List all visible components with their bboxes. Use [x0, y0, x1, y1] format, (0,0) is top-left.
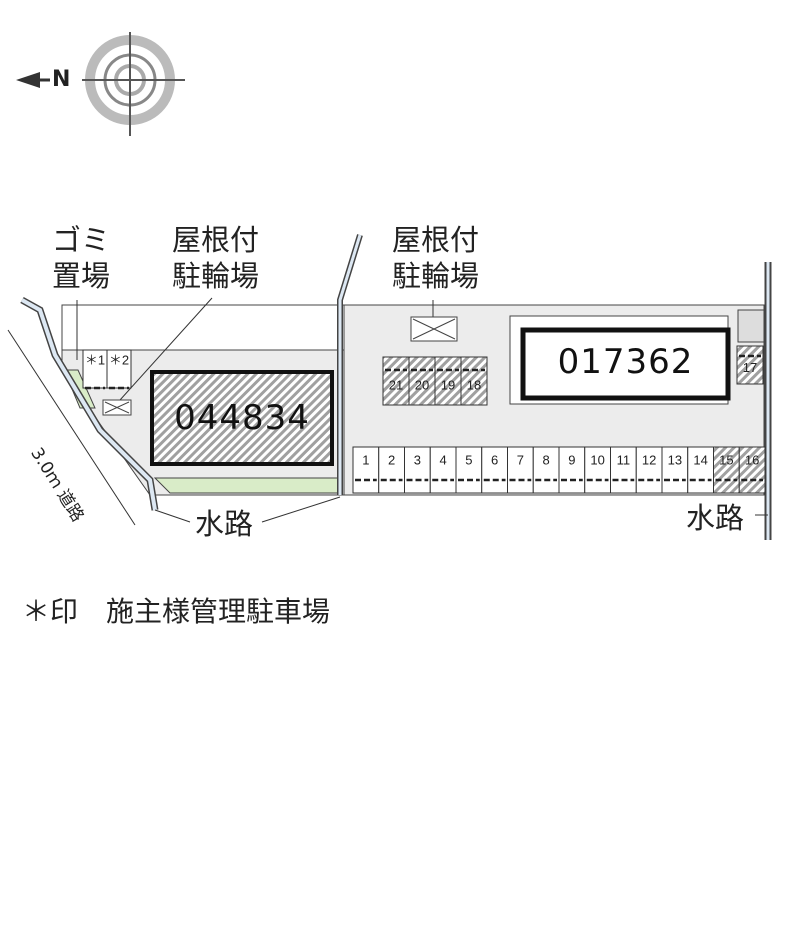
parking-space-number: ＊1 — [85, 352, 105, 367]
legend-note: ＊印 施主様管理駐車場 — [22, 595, 331, 628]
parking-space-20: 20 — [408, 356, 436, 406]
garbage-label: ゴミ置場 — [52, 223, 111, 293]
parking-space-6: 6 — [481, 446, 508, 494]
parking-space-number: 4 — [440, 452, 447, 467]
parking-space-number: 8 — [543, 452, 550, 467]
parking-space-14: 14 — [687, 446, 714, 494]
owner-parking-space-2: ＊2 — [106, 349, 132, 390]
parking-space-13: 13 — [661, 446, 689, 494]
bike-shed-right-label: 屋根付駐輪場 — [392, 223, 480, 293]
parking-space-number: 12 — [642, 452, 656, 467]
parking-space-number: 21 — [389, 378, 403, 393]
green-strip — [153, 477, 339, 494]
bike-shed-left-label: 屋根付駐輪場 — [172, 223, 260, 293]
parking-space-number: 20 — [415, 378, 429, 393]
parking-space-2: 2 — [378, 446, 405, 494]
building-017362 — [520, 327, 731, 401]
parking-space-number: 15 — [719, 452, 733, 467]
parking-space-number: 7 — [517, 452, 524, 467]
parking-space-number: 6 — [491, 452, 498, 467]
parking-space-number: 14 — [693, 452, 707, 467]
parking-space-number: ＊2 — [109, 352, 129, 367]
parking-space-16: 16 — [738, 446, 766, 494]
parking-space-number: 11 — [617, 452, 631, 467]
parking-space-19: 19 — [434, 356, 462, 406]
parking-space-number: 1 — [362, 452, 369, 467]
building-017362-id: 017362 — [557, 342, 694, 382]
parking-space-number: 2 — [388, 452, 395, 467]
parking-space-number: 9 — [568, 452, 575, 467]
parking-space-21: 21 — [382, 356, 410, 406]
parking-space-number: 17 — [743, 360, 757, 375]
road-edge — [7, 329, 136, 526]
waterway-left — [21, 298, 157, 511]
parking-space-7: 7 — [507, 446, 534, 494]
parking-space-8: 8 — [532, 446, 560, 494]
parking-space-5: 5 — [455, 446, 483, 494]
parking-space-1: 1 — [352, 446, 380, 494]
waterway-left-label: 水路 — [195, 507, 254, 541]
upper-lot-left — [61, 304, 345, 351]
building-044834-id: 044834 — [174, 398, 310, 438]
parking-space-9: 9 — [558, 446, 586, 494]
parking-space-number: 10 — [590, 452, 604, 467]
parking-space-number: 16 — [745, 452, 759, 467]
waterway-right-label: 水路 — [686, 501, 745, 535]
parking-space-3: 3 — [404, 446, 431, 494]
parking-space-15: 15 — [713, 446, 740, 494]
parking-space-10: 10 — [584, 446, 611, 494]
parking-space-11: 11 — [610, 446, 637, 494]
parking-space-number: 18 — [467, 378, 481, 393]
parking-space-number: 19 — [441, 378, 455, 393]
bike-shed-right — [410, 316, 458, 342]
parking-space-number: 13 — [668, 452, 682, 467]
owner-parking-space-1: ＊1 — [82, 349, 108, 390]
parking-space-number: 5 — [465, 452, 472, 467]
parking-space-number: 3 — [414, 452, 421, 467]
north-label: N — [52, 67, 71, 92]
compass-icon — [16, 32, 185, 136]
parking-space-17: 17 — [736, 345, 764, 385]
parking-space-18: 18 — [460, 356, 488, 406]
waterway-middle — [338, 234, 362, 495]
parking-space-12: 12 — [635, 446, 663, 494]
bike-shed-left — [102, 399, 132, 416]
parking-space-4: 4 — [429, 446, 457, 494]
building-044834 — [150, 370, 334, 466]
